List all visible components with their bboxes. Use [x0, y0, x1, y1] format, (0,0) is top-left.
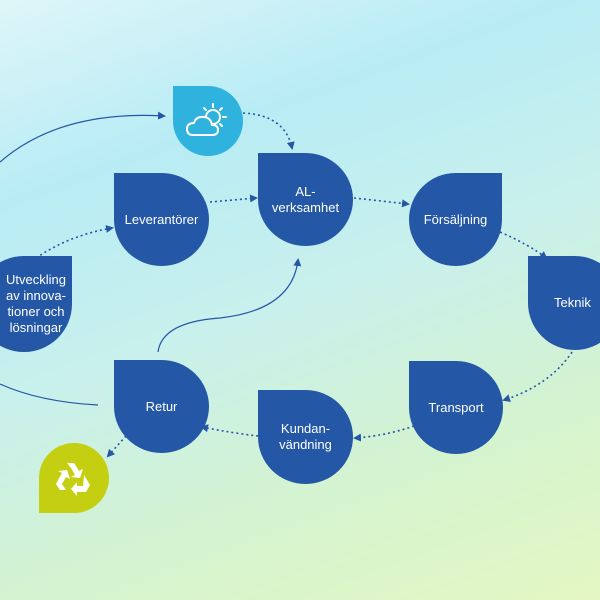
connector-transport-to-kundanvandning — [353, 425, 415, 442]
recycle-node — [39, 443, 109, 513]
node-retur: Retur — [114, 360, 209, 453]
node-label: Retur — [145, 398, 178, 414]
node-label: Leverantörer — [124, 211, 199, 227]
connector-loop-from-retur — [0, 383, 99, 406]
node-kundanvandning: Kundan- vändning — [258, 390, 353, 484]
connector-weather-to-al — [242, 112, 295, 150]
connector-kundanvandning-to-retur — [200, 424, 259, 437]
sun-cloud-icon — [186, 103, 227, 136]
node-teknik: Teknik — [528, 256, 600, 350]
node-utveckling: Utveckling av innova- tioner och lösning… — [0, 256, 72, 352]
node-al-verksamhet: AL- verksamhet — [258, 153, 353, 246]
node-label: Utveckling av innova- tioner och lösning… — [6, 272, 66, 335]
connector-al-to-forsaljning — [353, 197, 410, 208]
connector-leverantorer-to-al — [209, 194, 258, 203]
node-leverantorer: Leverantörer — [114, 173, 209, 266]
node-forsaljning: Försäljning — [409, 173, 502, 266]
weather-node — [173, 86, 243, 156]
node-label: Teknik — [554, 295, 591, 310]
node-label: AL- verksamhet — [271, 183, 340, 215]
connector-forsaljning-to-teknik — [499, 231, 548, 260]
connector-retur-to-recycle — [106, 435, 127, 458]
node-label: Försäljning — [423, 211, 488, 227]
connector-retur-to-al — [157, 258, 302, 353]
node-label: Kundan- vändning — [279, 421, 332, 452]
node-label: Transport — [428, 399, 484, 415]
connector-teknik-to-transport — [502, 351, 573, 402]
connector-utveckling-to-leverantorer — [35, 225, 114, 259]
recycle-icon — [56, 463, 90, 496]
node-transport: Transport — [409, 361, 503, 454]
connector-loop-to-weather — [0, 111, 166, 163]
